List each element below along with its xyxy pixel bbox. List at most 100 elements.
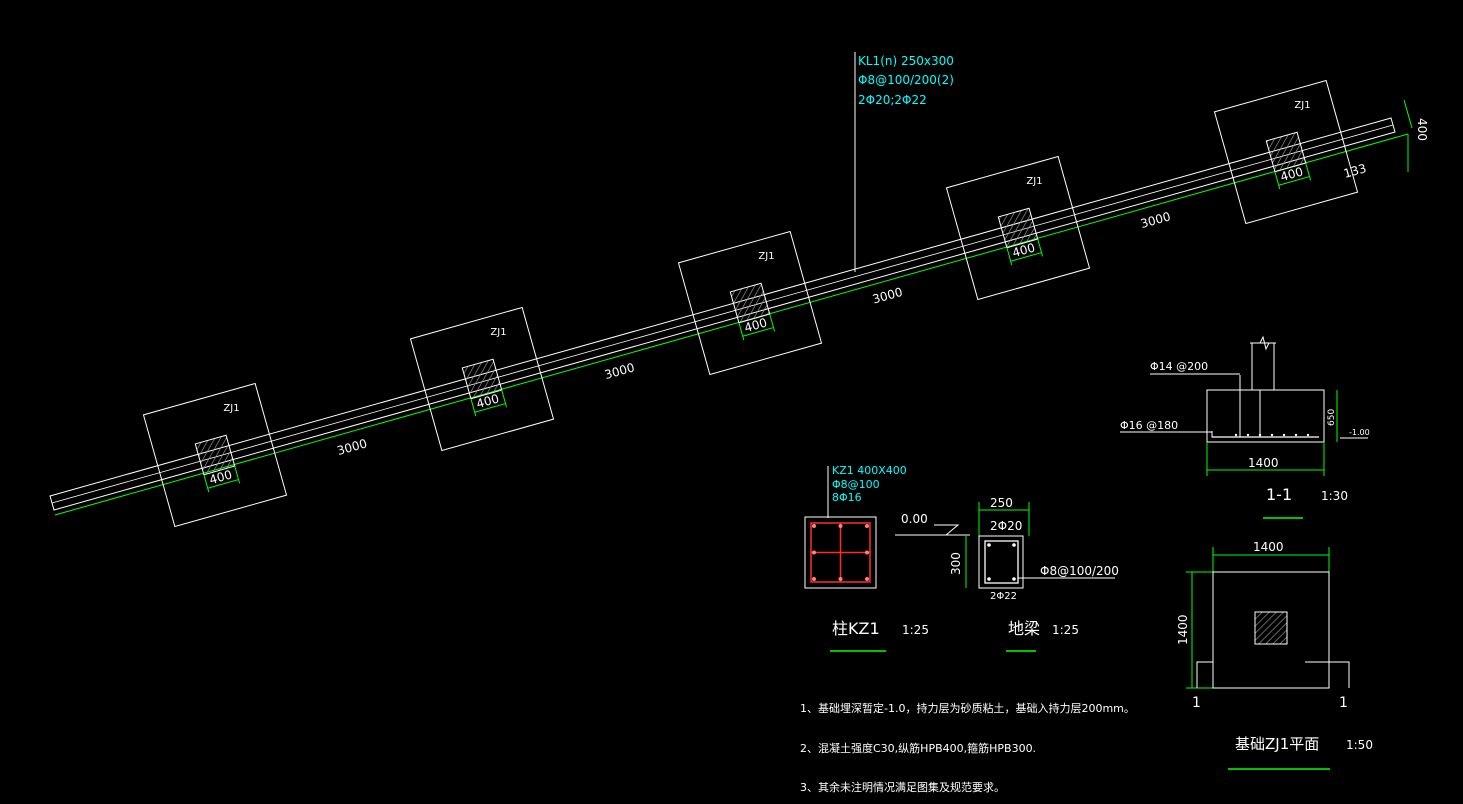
plan-dimension-line: [54, 133, 1409, 516]
note-line-1: 1、基础埋深暂定-1.0，持力层为砂质粘土，基础入持力层200mm。: [800, 701, 1135, 715]
rebar-hook: [1211, 431, 1230, 438]
beam-centerline: [51, 124, 1394, 504]
column-bar: [838, 577, 843, 581]
column-dim-ext: [1305, 162, 1312, 181]
column-dim-ext: [234, 465, 241, 484]
footing-outline: [1213, 79, 1359, 225]
beam-bar: [1012, 543, 1016, 547]
column-scale: 1:25: [902, 623, 929, 637]
column-dim-ext: [1037, 238, 1044, 257]
ground-beam-strip: [49, 117, 1396, 511]
column-note-line-3: 8Φ16: [832, 491, 862, 504]
cut-label-right: 1: [1339, 695, 1348, 711]
column-dim-ext: [203, 474, 210, 493]
column-bar: [865, 550, 869, 555]
column-note-line-1: KZ1 400X400: [832, 464, 907, 477]
beam-bar: [1012, 577, 1016, 581]
column-bar: [812, 577, 816, 581]
beam-bar: [987, 543, 991, 547]
rebar-dot: [1246, 433, 1250, 437]
column-dim-text: 400: [208, 467, 234, 487]
rebar-dot: [1234, 433, 1238, 437]
column-dim-ext: [769, 313, 776, 332]
end-dimension-text: 133: [1342, 161, 1368, 181]
beam-title: 地梁: [1008, 619, 1040, 638]
section-title: 1-1: [1266, 485, 1292, 504]
footing-plan-column: [1254, 611, 1288, 645]
rebar-dot: [1282, 433, 1286, 437]
column-dim-text: 400: [743, 315, 769, 335]
column-dim-ext: [501, 389, 508, 408]
footing-section-outline: [1206, 389, 1325, 443]
column-hatch: [461, 358, 503, 400]
beam-width-text: 250: [990, 496, 1013, 510]
plan-top-dim-text: 1400: [1253, 540, 1284, 554]
plan-side-dim-text: 1400: [1176, 614, 1190, 645]
rebar-dot: [1270, 433, 1274, 437]
beam-bar: [987, 577, 991, 581]
footing-label: ZJ1: [758, 251, 774, 262]
footing-label: ZJ1: [490, 327, 506, 338]
foundation-plan: KL1(n) 250x300 Φ8@100/200(2) 2Φ20;2Φ22 4…: [49, 52, 1429, 528]
footing-zj1-plan: 1400 1400 1 1 基础ZJ1平面 1:50: [1176, 540, 1373, 770]
bottom-rebar-label: Φ16 @180: [1120, 419, 1178, 432]
beam-note-line-2: Φ8@100/200(2): [858, 73, 954, 87]
column-dim-line: [207, 479, 239, 489]
column-dim-ext: [738, 322, 745, 341]
column-dim-ext: [470, 398, 477, 417]
column-dim-line: [1278, 176, 1310, 186]
column-kz1-detail: KZ1 400X400 Φ8@100 8Φ16 柱KZ1 1:25: [804, 464, 929, 652]
beam-note-line-1: KL1(n) 250x300: [858, 54, 954, 68]
break-mark: [1250, 335, 1276, 351]
spacing-dim-text: 3000: [871, 285, 904, 307]
column-hatch: [729, 282, 771, 324]
beam-stirrup: [984, 540, 1019, 584]
footing-outline: [677, 230, 823, 376]
footing-outline: [409, 306, 555, 452]
column-dim-line: [742, 327, 774, 337]
footing-unit: ZJ1 400 3000: [142, 382, 369, 528]
column-bar: [838, 524, 843, 528]
column-bar: [865, 577, 869, 581]
column-hatch: [194, 434, 236, 476]
footing-outline: [945, 155, 1091, 301]
beam-stirrup-label: Φ8@100/200: [1040, 564, 1119, 578]
column-dim-text: 400: [1279, 164, 1305, 184]
section-width-text: 1400: [1248, 456, 1279, 470]
column-dim-line: [1010, 252, 1042, 262]
section-height-text: 650: [1327, 409, 1337, 426]
cut-label-left: 1: [1192, 695, 1201, 711]
column-bar: [812, 550, 816, 555]
spacing-dim-text: 3000: [335, 436, 368, 458]
beam-outline: [978, 535, 1024, 589]
column-hatch: [1265, 131, 1307, 173]
beam-elevation: 0.00: [901, 512, 928, 526]
section-scale: 1:30: [1321, 489, 1348, 503]
column-dim-text: 400: [1011, 240, 1037, 260]
column-hatch: [997, 207, 1039, 249]
column-bar: [865, 524, 869, 528]
beam-note-line-3: 2Φ20;2Φ22: [858, 93, 927, 107]
note-line-2: 2、混凝土强度C30,纵筋HPB400,箍筋HPB300.: [800, 741, 1036, 755]
column-note-line-2: Φ8@100: [832, 478, 880, 491]
elevation-marker: [934, 524, 960, 536]
width-dimension-text: 400: [1415, 118, 1429, 141]
general-notes: 1、基础埋深暂定-1.0，持力层为砂质粘土，基础入持力层200mm。 2、混凝土…: [800, 701, 1135, 794]
section-1-1: Φ14 @200 Φ16 @180 650 -1.00 1400 1-1 1:3…: [1120, 335, 1370, 519]
beam-top-bars: 2Φ20: [990, 519, 1022, 533]
ground-beam-section: 0.00 250 2Φ20 300 Φ8@100/200 2Φ22 地梁 1:2…: [895, 496, 1119, 652]
footing-unit: ZJ1 400 3000: [677, 230, 904, 376]
top-rebar-label: Φ14 @200: [1150, 360, 1208, 373]
rebar-dot: [1294, 433, 1298, 437]
column-outline: [804, 516, 877, 589]
footing-plan-outline: [1212, 571, 1330, 689]
column-dim-line: [474, 403, 506, 413]
spacing-dim-text: 3000: [1139, 209, 1172, 231]
pedestal-outline: [1251, 342, 1275, 390]
footing-plan-title: 基础ZJ1平面: [1235, 735, 1319, 753]
footing-label: ZJ1: [223, 403, 239, 414]
rebar-dot: [1258, 433, 1262, 437]
